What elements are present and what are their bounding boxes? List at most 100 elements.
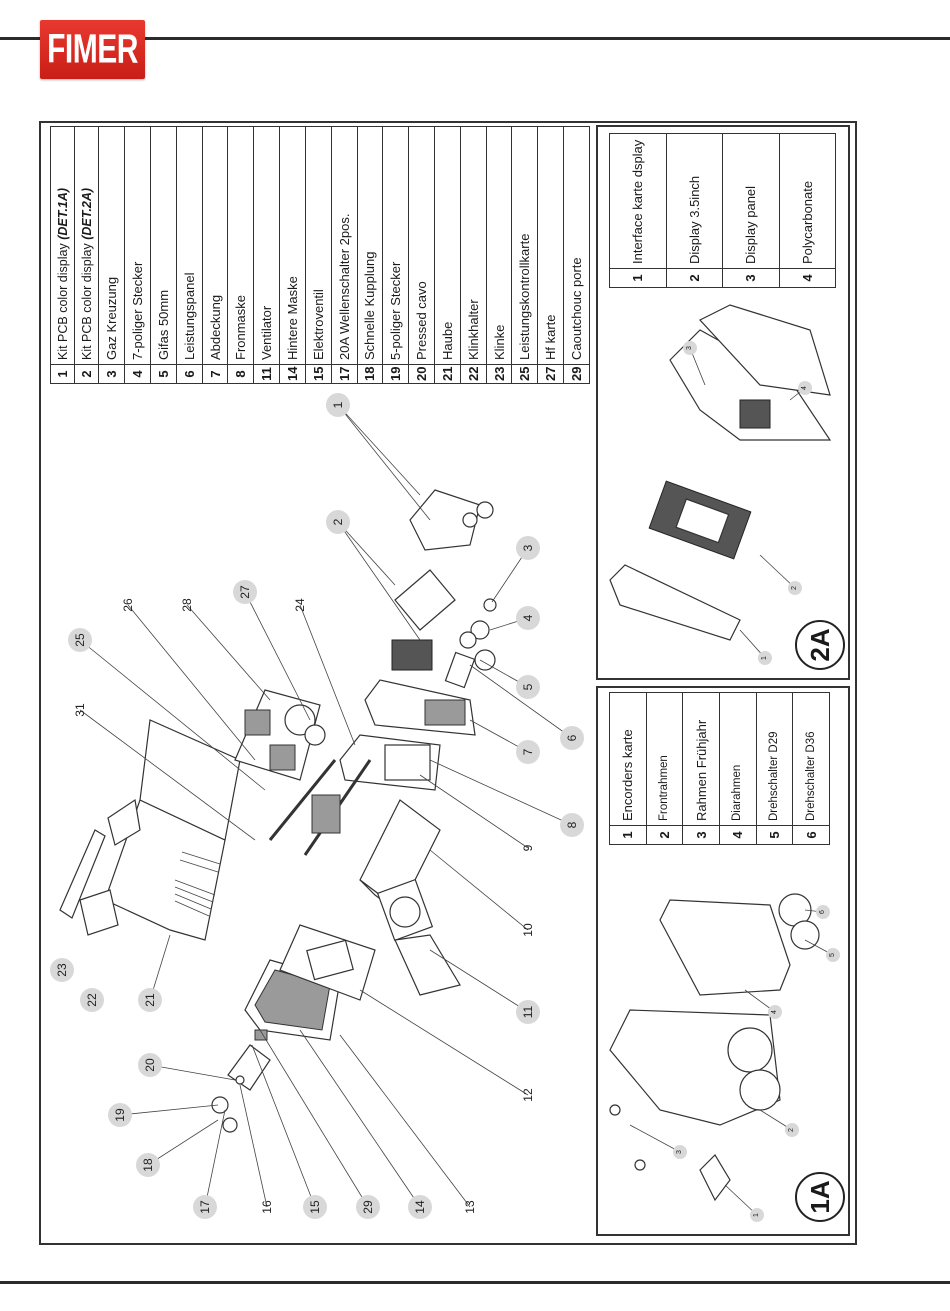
callout-19: 19 xyxy=(108,1103,132,1127)
part-number: 29 xyxy=(563,364,590,384)
part-number: 17 xyxy=(331,364,358,384)
callout-22: 22 xyxy=(80,988,104,1012)
part-number: 7 xyxy=(202,364,228,384)
callout-28: 28 xyxy=(180,598,194,612)
part-number: 3 xyxy=(98,364,125,384)
part-description: Gifas 50mm xyxy=(150,126,177,365)
part-description: Pressed cavo xyxy=(408,126,435,365)
part-description: Drehschalter D36 xyxy=(792,692,830,826)
callout-27: 27 xyxy=(233,580,257,604)
callout-1: 1 xyxy=(326,393,350,417)
part-description: 7-poliger Stecker xyxy=(124,126,151,365)
part-description: Rahmen Frühjahr xyxy=(682,692,720,826)
part-number: 19 xyxy=(382,364,409,384)
callout-2: 2 xyxy=(326,510,350,534)
part-description: Klinke xyxy=(486,126,512,365)
detail-1a-box xyxy=(596,686,850,1236)
callout-24: 24 xyxy=(293,598,307,612)
detail-2a-callout-3: 3 xyxy=(683,341,697,355)
part-number: 27 xyxy=(537,364,564,384)
part-number: 8 xyxy=(227,364,254,384)
callout-20: 20 xyxy=(138,1053,162,1077)
part-number: 2 xyxy=(646,825,683,845)
detail-1a-callout-3: 3 xyxy=(673,1145,687,1159)
part-number: 1 xyxy=(609,268,666,288)
part-description: Haube xyxy=(434,126,461,365)
part-number: 4 xyxy=(124,364,151,384)
part-description: Elektroventil xyxy=(305,126,332,365)
detail-reference: (DET.1A) xyxy=(55,187,70,240)
part-description: Display 3.5inch xyxy=(666,133,723,269)
part-description: Ventilator xyxy=(253,126,280,365)
detail-1a-callout-5: 5 xyxy=(826,948,840,962)
part-description: Hintere Maske xyxy=(279,126,306,365)
part-description: Klinkhalter xyxy=(460,126,487,365)
part-description: Display panel xyxy=(722,133,779,269)
callout-11: 11 xyxy=(516,1000,540,1024)
detail-1a-callout-1: 1 xyxy=(750,1208,764,1222)
part-description: Frontrahmen xyxy=(646,692,683,826)
part-description: Kit PCB color display (DET.1A) xyxy=(50,126,75,365)
callout-12: 12 xyxy=(521,1088,535,1102)
part-number: 15 xyxy=(305,364,332,384)
part-number: 1 xyxy=(609,825,647,845)
part-description: Fronmaske xyxy=(227,126,254,365)
part-number: 2 xyxy=(74,364,99,384)
part-description: Abdeckung xyxy=(202,126,228,365)
part-number: 14 xyxy=(279,364,306,384)
callout-9: 9 xyxy=(521,844,535,852)
part-number: 1 xyxy=(50,364,75,384)
callout-14: 14 xyxy=(408,1195,432,1219)
detail-2a-callout-1: 1 xyxy=(758,651,772,665)
part-number: 2 xyxy=(666,268,723,288)
part-description: Encorders karte xyxy=(609,692,647,826)
detail-2a-label: 2A xyxy=(795,620,845,670)
part-description: Kit PCB color display (DET.2A) xyxy=(74,126,99,365)
detail-2a-callout-4: 4 xyxy=(798,381,812,395)
detail-2a-box xyxy=(596,125,850,680)
part-description: 20A Wellenschalter 2pos. xyxy=(331,126,358,365)
part-number: 21 xyxy=(434,364,461,384)
detail-2a-callout-2: 2 xyxy=(788,581,802,595)
part-number: 22 xyxy=(460,364,487,384)
part-description: Polycarbonate xyxy=(779,133,836,269)
part-description: Interface karte dsplay xyxy=(609,133,666,269)
part-number: 11 xyxy=(253,364,280,384)
callout-5: 5 xyxy=(516,675,540,699)
part-number: 6 xyxy=(792,825,830,845)
part-number: 3 xyxy=(722,268,779,288)
header-rule xyxy=(0,37,950,40)
fimer-logo: FIMER xyxy=(40,20,145,79)
callout-18: 18 xyxy=(136,1153,160,1177)
part-number: 5 xyxy=(756,825,793,845)
detail-reference: (DET.2A) xyxy=(79,187,94,240)
part-number: 6 xyxy=(176,364,203,384)
part-description: Caoutchouc porte xyxy=(563,126,590,365)
